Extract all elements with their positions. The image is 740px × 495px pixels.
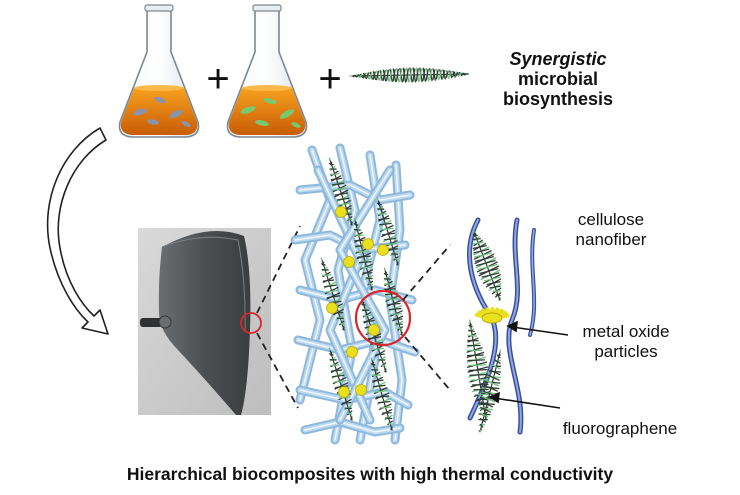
fluorographene-label-text: fluorographene (562, 419, 678, 438)
flask-with-graphene-2 (226, 4, 308, 138)
magnified-detail (466, 217, 537, 435)
cellulose-label: cellulose nanofiber (556, 210, 666, 250)
zoom-lines-2 (402, 244, 451, 391)
graphene-ribbon (349, 67, 469, 83)
metal-oxide-cluster (474, 307, 510, 324)
graphene-ribbon (370, 357, 393, 431)
fluorographene-sheet-top (349, 67, 469, 83)
metal-oxide-particle (346, 346, 358, 358)
graphene-ribbon (360, 297, 387, 373)
highlight-circle (354, 289, 412, 347)
pointer-arrows (488, 320, 569, 409)
plus-operator-1: + (206, 57, 229, 101)
cellulose-label-line2: nanofiber (575, 230, 647, 249)
figure-caption: Hierarchical biocomposites with high the… (126, 464, 614, 484)
metal-oxide-particle (326, 302, 338, 314)
title-emphasis: Synergistic (509, 49, 607, 69)
metal-oxide-particle (368, 324, 380, 336)
graphene-ribbon (353, 217, 374, 291)
graphene-ribbon (376, 197, 399, 266)
title-line2: biosynthesis (502, 89, 614, 109)
metal-oxide-particle (377, 244, 389, 256)
graphene-ribbon (383, 267, 404, 336)
biocomposite-film-photo (138, 228, 271, 415)
synthesis-title: Synergistic microbial biosynthesis (468, 49, 648, 109)
metal-oxide-label-line2: particles (594, 342, 658, 361)
plus-operator-2: + (318, 57, 341, 101)
metal-oxide-particle (355, 384, 367, 396)
metal-oxide-particle (338, 386, 350, 398)
graphene-ribbon (328, 157, 353, 226)
graphene-ribbon (478, 349, 502, 433)
zoom-lines-1 (256, 225, 301, 409)
metal-oxide-label: metal oxide particles (566, 322, 686, 362)
process-arrow (46, 127, 109, 335)
title-rest: microbial (517, 69, 599, 89)
metal-oxide-particle (335, 206, 347, 218)
graphene-ribbon (472, 229, 502, 301)
metal-oxide-particle (343, 256, 355, 268)
metal-oxide-particle (362, 238, 374, 250)
fluorographene-label: fluorographene (555, 419, 685, 439)
metal-oxide-label-line1: metal oxide (582, 322, 670, 341)
flask-with-microbes-1 (118, 4, 200, 138)
cellulose-label-line1: cellulose (577, 210, 645, 229)
cellulose-network (290, 143, 420, 445)
